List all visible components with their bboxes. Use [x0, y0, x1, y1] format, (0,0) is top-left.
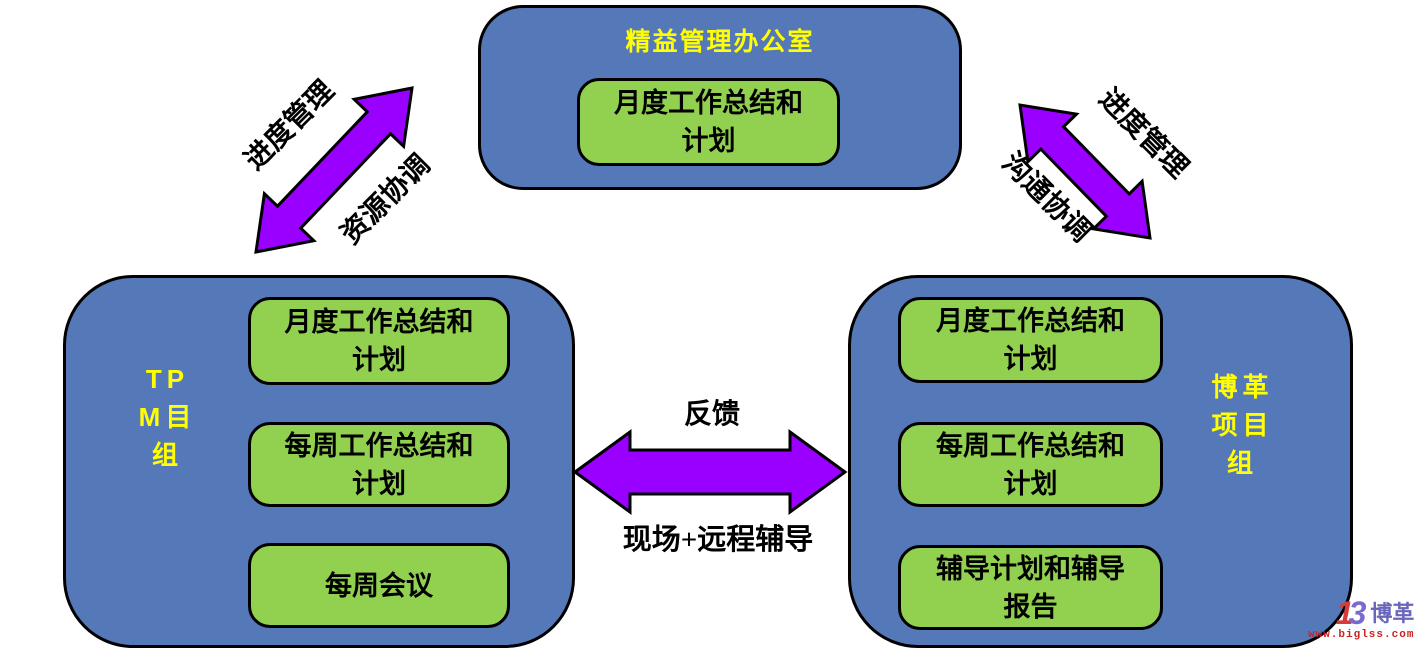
card-boge-monthly-summary: 月度工作总结和 计划 — [898, 297, 1163, 383]
card-label: 月度工作总结和 计划 — [284, 307, 474, 375]
label-onsite-remote-coaching: 现场+远程辅导 — [622, 524, 814, 556]
card-boge-coaching-report: 辅导计划和辅导 报告 — [898, 545, 1163, 630]
lean-office-title: 精益管理办公室 — [625, 28, 815, 56]
tpm-group-title: TP M目 组 — [138, 364, 197, 470]
arrow-right-diagonal — [1018, 103, 1152, 240]
label-feedback: 反馈 — [683, 399, 741, 430]
arrow-center-horizontal — [572, 429, 848, 515]
card-label: 每周工作总结和 计划 — [284, 430, 474, 499]
logo-b-mark-icon: 13 — [1335, 595, 1367, 631]
card-tpm-monthly-summary: 月度工作总结和 计划 — [248, 297, 510, 385]
card-label: 辅导计划和辅导 报告 — [936, 553, 1125, 622]
biglss-logo: 13 博革 www.biglss.com — [1308, 596, 1414, 641]
card-label: 月度工作总结和 计划 — [936, 306, 1125, 374]
card-boge-weekly-summary: 每周工作总结和 计划 — [898, 422, 1163, 507]
card-label: 每周会议 — [325, 570, 433, 601]
logo-name: 博革 — [1370, 601, 1415, 626]
card-label: 月度工作总结和 计划 — [614, 88, 803, 156]
card-tpm-weekly-summary: 每周工作总结和 计划 — [248, 422, 510, 507]
card-label: 每周工作总结和 计划 — [936, 430, 1125, 499]
arrow-left-diagonal — [254, 86, 414, 254]
logo-url: www.biglss.com — [1308, 629, 1415, 641]
card-tpm-weekly-meeting: 每周会议 — [248, 543, 510, 628]
boge-group-title: 博革 项目 组 — [1211, 372, 1274, 478]
card-office-monthly-summary: 月度工作总结和 计划 — [577, 78, 840, 166]
